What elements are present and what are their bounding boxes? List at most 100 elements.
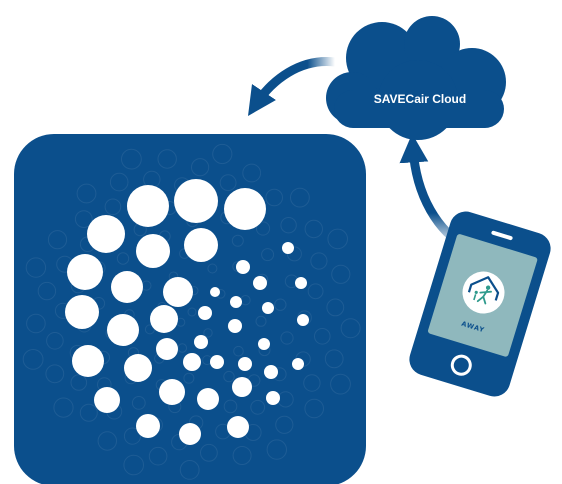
ring-circle xyxy=(265,188,284,207)
decorative-rings xyxy=(22,143,361,480)
app-dot xyxy=(210,287,220,297)
ring-circle xyxy=(123,427,142,445)
arrow-cloud-to-app xyxy=(248,57,340,116)
app-dot xyxy=(111,271,143,303)
ring-circle xyxy=(47,230,68,250)
ring-circle xyxy=(120,148,142,170)
app-dot xyxy=(184,228,218,262)
app-dot xyxy=(150,305,178,333)
app-dot xyxy=(87,215,125,253)
ring-circle xyxy=(274,298,287,311)
ring-circle xyxy=(223,399,238,414)
ring-circle xyxy=(250,399,266,415)
ring-circle xyxy=(79,403,98,422)
ring-circle xyxy=(255,221,271,236)
app-dot xyxy=(228,319,242,333)
ring-circle xyxy=(109,172,129,192)
ring-circle xyxy=(116,252,130,265)
app-dot xyxy=(292,358,304,370)
app-dot xyxy=(159,379,185,405)
app-dot xyxy=(124,354,152,382)
app-dot xyxy=(236,260,250,274)
app-dot xyxy=(282,242,294,254)
ring-circle xyxy=(177,343,188,353)
app-dot xyxy=(67,254,103,290)
app-dot xyxy=(163,277,193,307)
ring-circle xyxy=(76,183,97,204)
ring-circle xyxy=(280,331,294,345)
app-dot xyxy=(210,355,224,369)
app-dot xyxy=(94,387,120,413)
ring-circle xyxy=(310,252,328,270)
ring-circle xyxy=(200,443,218,462)
app-dot xyxy=(224,188,266,230)
ring-circle xyxy=(22,349,44,370)
app-dot xyxy=(295,277,307,289)
app-dot xyxy=(230,296,242,308)
ring-circle xyxy=(203,328,213,338)
app-dot xyxy=(238,357,252,371)
app-dot-pattern xyxy=(65,179,309,445)
ring-circle xyxy=(304,398,325,419)
ring-circle xyxy=(223,370,235,383)
ring-circle xyxy=(331,264,351,284)
ring-circle xyxy=(231,234,244,247)
app-dot xyxy=(253,276,267,290)
ring-circle xyxy=(70,374,88,391)
ring-circle xyxy=(25,257,47,278)
ring-circle xyxy=(242,163,262,183)
cloud-icon: SAVECair Cloud xyxy=(326,16,506,140)
ring-circle xyxy=(307,283,324,300)
ring-circle xyxy=(255,315,267,327)
ring-circle xyxy=(157,149,177,169)
app-dot xyxy=(127,185,169,227)
phone-speaker xyxy=(491,230,513,241)
app-dot xyxy=(72,345,104,377)
ring-circle xyxy=(326,298,345,317)
app-dot xyxy=(156,338,178,360)
app-dot xyxy=(197,388,219,410)
app-dot xyxy=(227,416,249,438)
app-dot xyxy=(136,234,170,268)
app-dot xyxy=(136,414,160,438)
app-dot xyxy=(65,295,99,329)
ring-circle xyxy=(261,248,275,262)
ring-circle xyxy=(104,198,122,216)
ring-circle xyxy=(144,324,155,335)
smartphone-icon: AWAY xyxy=(409,211,551,397)
app-dot xyxy=(258,338,270,350)
ring-circle xyxy=(303,374,321,392)
ring-circle xyxy=(266,439,287,460)
ring-circle xyxy=(53,397,74,418)
ring-circle xyxy=(275,415,294,434)
ring-circle xyxy=(191,158,210,177)
app-dot xyxy=(194,335,208,349)
app-dot xyxy=(174,179,218,223)
ring-circle xyxy=(340,318,361,339)
phone-home-button[interactable] xyxy=(450,354,472,376)
ring-circle xyxy=(324,349,344,369)
ring-circle xyxy=(232,446,252,465)
ring-circle xyxy=(212,143,233,165)
ring-circle xyxy=(304,219,323,239)
app-dot xyxy=(266,391,280,405)
ring-circle xyxy=(330,373,351,395)
ring-circle xyxy=(280,217,297,234)
ring-circle xyxy=(327,228,349,250)
app-dot xyxy=(262,302,274,314)
app-dot xyxy=(198,306,212,320)
app-dot xyxy=(297,314,309,326)
ring-circle xyxy=(314,328,331,345)
ring-circle xyxy=(233,345,244,357)
ring-circle xyxy=(37,281,57,301)
away-house-icon xyxy=(462,271,505,314)
app-dot xyxy=(183,353,201,371)
ring-circle xyxy=(26,313,46,334)
ring-circle xyxy=(183,372,195,384)
cloud-label: SAVECair Cloud xyxy=(374,92,466,106)
ring-circle xyxy=(148,446,168,466)
ring-circle xyxy=(131,396,146,410)
ring-circle xyxy=(45,364,65,384)
ring-circle xyxy=(290,187,310,208)
